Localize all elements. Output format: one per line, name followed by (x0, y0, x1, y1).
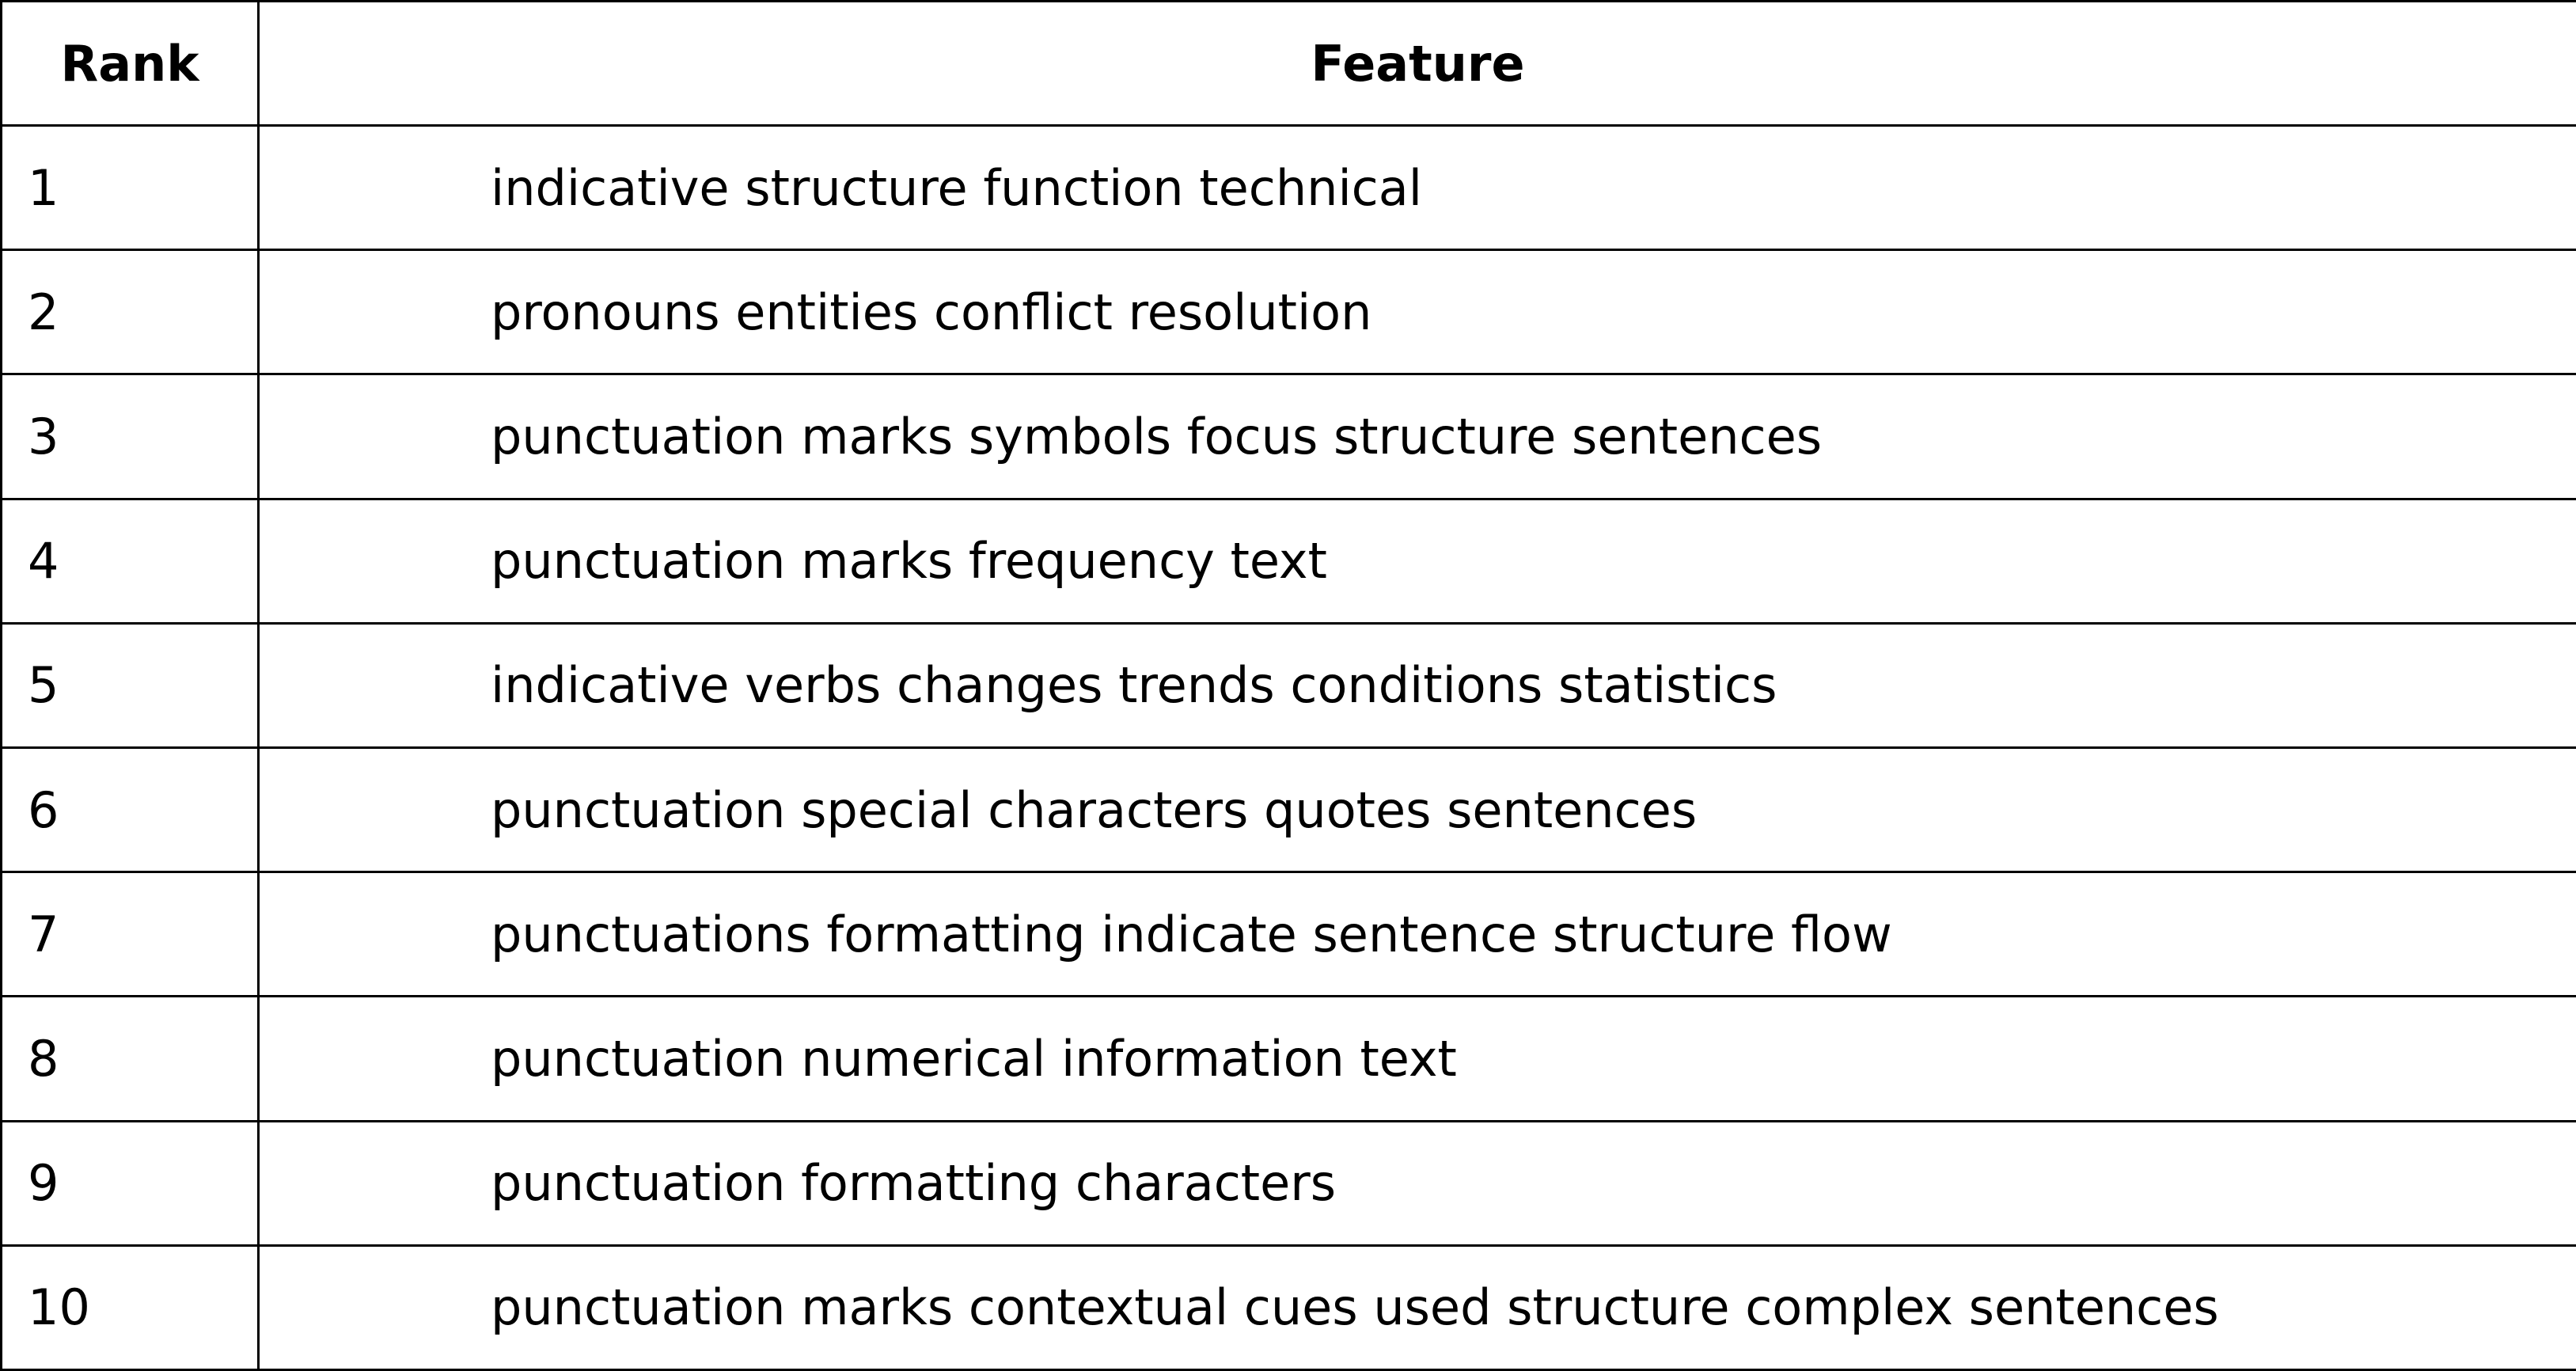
rank-cell: 3 (0, 373, 260, 500)
table-row: 8 punctuation numerical information text (0, 995, 2576, 1122)
table-row: 2 pronouns entities conflict resolution (0, 249, 2576, 376)
table-row: 3 punctuation marks symbols focus struct… (0, 373, 2576, 500)
rank-cell: 4 (0, 497, 260, 625)
rank-cell: 2 (0, 249, 260, 376)
feature-cell: pronouns entities conflict resolution (257, 249, 2576, 376)
table-row: 1 indicative structure function technica… (0, 123, 2576, 252)
feature-cell: punctuation numerical information text (257, 995, 2576, 1122)
table-body: 1 indicative structure function technica… (0, 123, 2576, 1371)
rank-cell: 7 (0, 871, 260, 998)
table-row: 5 indicative verbs changes trends condit… (0, 621, 2576, 749)
feature-cell: punctuation formatting characters (257, 1119, 2576, 1247)
feature-cell: punctuations formatting indicate sentenc… (257, 871, 2576, 998)
table-row: 10 punctuation marks contextual cues use… (0, 1244, 2576, 1371)
rank-cell: 5 (0, 621, 260, 749)
table-row: 4 punctuation marks frequency text (0, 497, 2576, 625)
rank-cell: 8 (0, 995, 260, 1122)
table-row: 9 punctuation formatting characters (0, 1119, 2576, 1247)
feature-cell: punctuation marks contextual cues used s… (257, 1244, 2576, 1371)
table-row: 7 punctuations formatting indicate sente… (0, 871, 2576, 998)
rank-cell: 1 (0, 123, 260, 252)
feature-cell: punctuation special characters quotes se… (257, 746, 2576, 874)
header-row: Rank Feature (0, 0, 2576, 127)
feature-cell: punctuation marks frequency text (257, 497, 2576, 625)
rank-column-header: Rank (0, 0, 260, 127)
rank-cell: 6 (0, 746, 260, 874)
rank-cell: 10 (0, 1244, 260, 1371)
table-header: Rank Feature (0, 0, 2576, 127)
feature-cell: indicative structure function technical (257, 123, 2576, 252)
feature-column-header: Feature (257, 0, 2576, 127)
feature-cell: indicative verbs changes trends conditio… (257, 621, 2576, 749)
rank-cell: 9 (0, 1119, 260, 1247)
table-row: 6 punctuation special characters quotes … (0, 746, 2576, 874)
feature-cell: punctuation marks symbols focus structur… (257, 373, 2576, 500)
